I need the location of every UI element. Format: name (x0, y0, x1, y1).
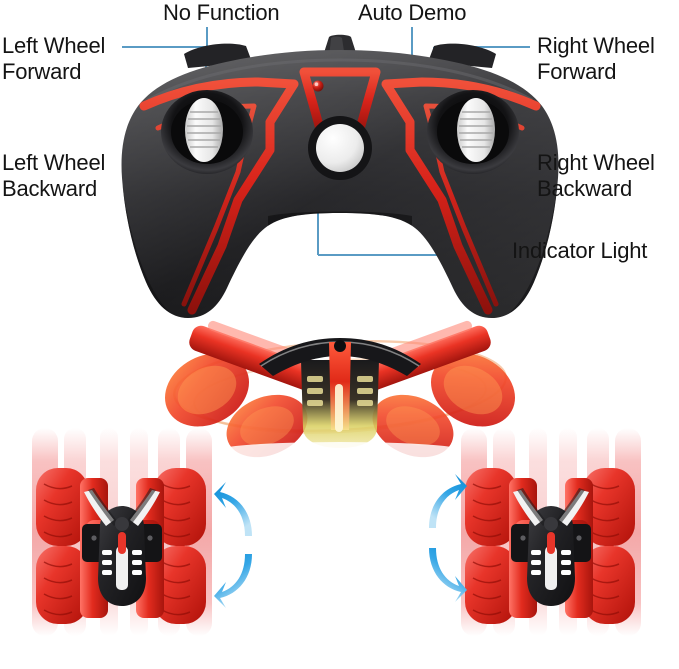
spine-light (335, 384, 343, 432)
arrows-right-graphic (429, 474, 467, 602)
rotation-arrows-right (417, 468, 469, 608)
chassis-slats (307, 376, 373, 406)
body-center-stripe (116, 546, 128, 590)
callout-label-right-wheel-backward: Right Wheel Backward (537, 150, 655, 201)
callout-label-left-wheel-backward: Left Wheel Backward (2, 150, 106, 201)
right-stick-ridges (459, 111, 493, 148)
callout-label-auto-demo: Auto Demo (358, 0, 467, 25)
arrow-up-right (429, 474, 467, 528)
right-car-wheels (465, 468, 635, 624)
rc-transmitter (118, 32, 562, 322)
controller-graphic (121, 34, 559, 318)
callout-label-right-wheel-forward: Right Wheel Forward (537, 33, 655, 84)
arrows-left-graphic (214, 482, 252, 608)
left-car-wheels (36, 468, 206, 624)
right-car-graphic (461, 428, 641, 636)
blur-wheels-left (164, 353, 308, 458)
left-fork-trim (84, 490, 114, 526)
callout-label-no-function: No Function (163, 0, 280, 25)
right-fork-trim (130, 490, 160, 526)
body-vents (102, 550, 142, 575)
stunt-car-spinning (139, 318, 541, 458)
car-chassis-center (259, 338, 421, 448)
left-car-body (84, 488, 160, 606)
led-glint (314, 82, 319, 86)
stunt-car-top-view-left (8, 428, 234, 664)
blur-wheels-right (372, 353, 516, 458)
callout-label-left-wheel-forward: Left Wheel Forward (2, 33, 106, 84)
spinning-car-graphic (164, 320, 516, 458)
stunt-car-top-view-right (437, 428, 663, 664)
ground-fade (210, 442, 470, 458)
center-notch-shadow (268, 211, 412, 232)
left-red-accent-outer (139, 77, 299, 315)
left-car-graphic (32, 428, 212, 636)
right-car-body (513, 488, 589, 606)
callout-label-indicator-light: Indicator Light (512, 238, 648, 263)
left-throttle-stick (185, 98, 223, 162)
rotation-arrows-left (212, 478, 264, 612)
body-hub (115, 517, 129, 531)
arrow-down-right (429, 548, 467, 602)
auto-demo-button (316, 124, 364, 172)
right-throttle-stick (457, 98, 495, 162)
top-hub (334, 340, 346, 352)
arrow-up-left (214, 482, 252, 536)
shell-top-highlight (147, 58, 533, 102)
arrow-down-left (214, 554, 252, 608)
left-stick-ridges (187, 111, 221, 148)
tire-treads (43, 483, 191, 616)
right-red-accent-outer (381, 77, 541, 315)
power-indicator-led (312, 80, 324, 92)
tire-treads (472, 483, 620, 616)
body-red-inlay (118, 532, 126, 554)
